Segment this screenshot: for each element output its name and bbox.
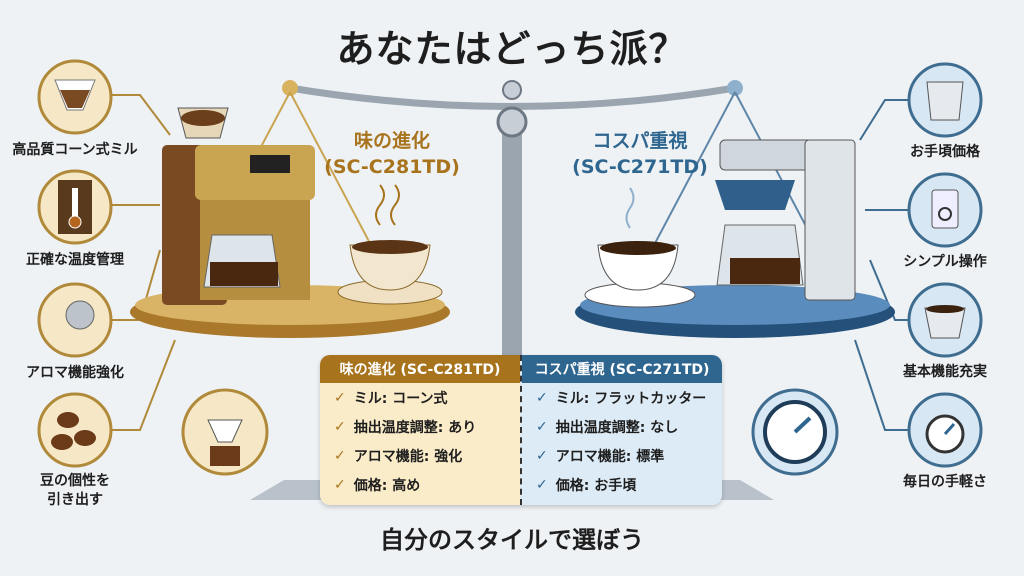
table-row: ✓ アロマ機能: 標準	[522, 441, 722, 470]
coffee-beans-icon	[37, 392, 113, 468]
feature-label: 高品質コーン式ミル	[12, 142, 138, 158]
row-text: ミル: コーン式	[353, 390, 448, 407]
feature-label: 正確な温度管理	[26, 252, 124, 268]
left-product-name: 味の進化	[353, 130, 430, 152]
right-product-model: (SC-C271TD)	[572, 156, 708, 178]
standard-coffee-maker	[715, 139, 856, 301]
feature-label: 豆の個性を 引き出す	[40, 473, 110, 508]
feature-label: アロマ機能強化	[26, 365, 124, 381]
row-text: 価格: お手頃	[555, 477, 637, 494]
feature-label: 毎日の手軽さ	[903, 474, 987, 490]
check-icon: ✓	[536, 389, 548, 406]
row-text: 抽出温度調整: なし	[555, 419, 679, 436]
premium-coffee-maker	[162, 107, 315, 305]
scale-beam	[289, 84, 736, 110]
check-icon: ✓	[334, 418, 346, 435]
comparison-table: 味の進化 (SC-C281TD) ✓ ミル: コーン式 ✓ 抽出温度調整: あり ✓…	[320, 355, 722, 505]
check-icon: ✓	[334, 389, 346, 406]
left-product-model: (SC-C281TD)	[324, 156, 460, 178]
feature-label: 基本機能充実	[903, 364, 987, 380]
left-column-header: 味の進化 (SC-C281TD)	[320, 355, 520, 383]
table-row: ✓ 抽出温度調整: なし	[522, 412, 722, 441]
check-icon: ✓	[334, 476, 346, 493]
check-icon: ✓	[334, 447, 346, 464]
page-title: あなたはどっち派？	[336, 27, 688, 71]
table-row: ✓ ミル: フラットカッター	[522, 383, 722, 412]
feature-label: シンプル操作	[903, 254, 987, 270]
table-row: ✓ 価格: 高め	[320, 470, 520, 499]
check-icon: ✓	[536, 476, 548, 493]
right-product-label: コスパ重視 (SC-C271TD)	[540, 128, 740, 180]
right-coffee-cup	[584, 187, 696, 308]
row-text: ミル: フラットカッター	[555, 390, 707, 407]
row-text: アロマ機能: 強化	[353, 448, 463, 465]
table-row: ✓ ミル: コーン式	[320, 383, 520, 412]
row-text: 抽出温度調整: あり	[353, 419, 477, 436]
right-column: コスパ重視 (SC-C271TD) ✓ ミル: フラットカッター ✓ 抽出温度調整:…	[520, 355, 722, 505]
left-coffee-cup	[337, 184, 443, 305]
check-icon: ✓	[536, 447, 548, 464]
feature-label: お手頃価格	[910, 144, 980, 160]
left-column: 味の進化 (SC-C281TD) ✓ ミル: コーン式 ✓ 抽出温度調整: あり ✓…	[320, 355, 520, 505]
row-text: 価格: 高め	[353, 477, 421, 494]
right-column-header: コスパ重視 (SC-C271TD)	[522, 355, 722, 383]
table-row: ✓ アロマ機能: 強化	[320, 441, 520, 470]
check-icon: ✓	[536, 418, 548, 435]
bottom-tagline: 自分のスタイルで選ぼう	[380, 526, 644, 554]
left-product-label: 味の進化 (SC-C281TD)	[292, 128, 492, 180]
right-product-name: コスパ重視	[592, 130, 688, 152]
table-row: ✓ 抽出温度調整: あり	[320, 412, 520, 441]
row-text: アロマ機能: 標準	[555, 448, 665, 465]
table-row: ✓ 価格: お手頃	[522, 470, 722, 499]
